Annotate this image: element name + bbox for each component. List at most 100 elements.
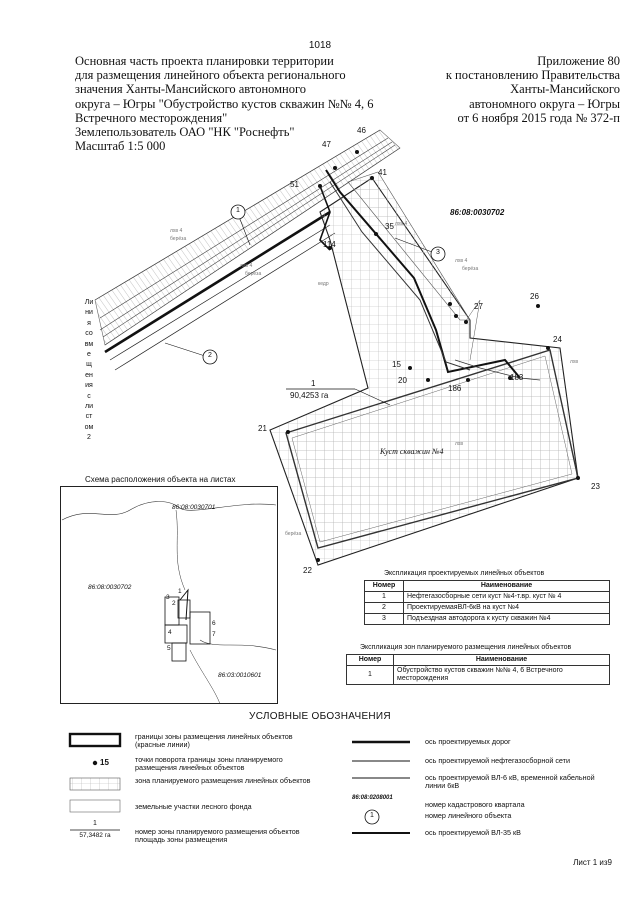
point-label: 47 bbox=[322, 140, 331, 149]
legend-item: номер кадастрового квартала bbox=[425, 800, 525, 809]
match-line-part: ни bbox=[85, 309, 93, 317]
point-label: 15 bbox=[392, 360, 401, 369]
point-label: 183 bbox=[510, 373, 524, 382]
match-line-part: 2 bbox=[87, 434, 91, 442]
schema-sheet-number: 1 bbox=[178, 588, 182, 595]
schema-box bbox=[60, 486, 278, 704]
table-cell: ПроектируемаяВЛ-6кВ на куст №4 bbox=[403, 602, 610, 614]
appendix-line: Ханты-Мансийского bbox=[510, 82, 620, 97]
legend-zone-number: 1 bbox=[93, 820, 97, 827]
svg-text:кедр: кедр bbox=[318, 281, 329, 287]
schema-sheet-number: 7 bbox=[212, 631, 216, 638]
legend-item: ось проектируемой ВЛ-35 кВ bbox=[425, 828, 521, 837]
title-line: значения Ханты-Мансийского автономного bbox=[75, 82, 307, 97]
zone-number: 1 bbox=[311, 379, 316, 388]
zone-area: 90,4253 га bbox=[290, 391, 329, 400]
legend-item: точки поворота границы зоны планируемого… bbox=[135, 755, 283, 772]
table-cell: Нефтегазосборные сети куст №4-т.вр. куст… bbox=[403, 591, 610, 603]
svg-text:берёза: берёза bbox=[245, 271, 261, 277]
match-line-part: Ли bbox=[84, 299, 94, 306]
object-number-marker: 2 bbox=[208, 352, 212, 359]
point-label: 21 bbox=[258, 424, 267, 433]
legend-item: номер зоны планируемого размещения объек… bbox=[135, 827, 300, 844]
legend-title: УСЛОВНЫЕ ОБОЗНАЧЕНИЯ bbox=[249, 711, 391, 722]
schema-label: 86:08:0030701 bbox=[172, 504, 216, 511]
match-line-part: ли bbox=[85, 403, 93, 411]
table-cell: Подъездная автодорога к кусту скважин №4 bbox=[403, 613, 610, 625]
match-line-part: с bbox=[87, 392, 91, 400]
appendix-line: от 6 ноября 2015 года № 372-п bbox=[457, 110, 621, 125]
column-header: Наименование bbox=[393, 654, 610, 666]
page-number: 1018 bbox=[308, 40, 332, 51]
legend-item: ось проектируемых дорог bbox=[425, 737, 511, 746]
title-line: для размещения линейного объекта региона… bbox=[75, 68, 346, 83]
match-line-part: со bbox=[85, 330, 93, 338]
column-header: Номер bbox=[346, 654, 394, 666]
point-label: 22 bbox=[303, 566, 312, 575]
point-label: 23 bbox=[591, 482, 600, 491]
schema-label: 86:03:0010601 bbox=[218, 672, 262, 679]
title-line: Встречного месторождения" bbox=[75, 110, 228, 125]
schema-sheet-number: 5 bbox=[167, 645, 171, 652]
legend-point-symbol: 15 bbox=[100, 758, 109, 767]
schema-sheet-number: 2 bbox=[172, 600, 176, 607]
table-cell: 1 bbox=[364, 591, 404, 603]
legend-zone-area: 57,3482 га bbox=[79, 832, 111, 839]
match-line-part: вм bbox=[84, 340, 94, 348]
svg-text:лхв: лхв bbox=[570, 359, 578, 365]
legend-item: ось проектируемой ВЛ-6 кВ, временной каб… bbox=[425, 773, 595, 790]
match-line-part: ст bbox=[85, 413, 93, 421]
table-cell: 2 bbox=[364, 602, 404, 614]
svg-text:берёза: берёза bbox=[462, 266, 478, 272]
schema-sheet-number: 4 bbox=[168, 629, 172, 636]
road-axis bbox=[319, 169, 541, 381]
svg-text:лхв 4: лхв 4 bbox=[455, 258, 467, 264]
title-line: округа – Югры "Обустройство кустов скваж… bbox=[75, 96, 374, 111]
schema-label: 86:08:0030702 bbox=[88, 584, 132, 591]
legend-item: границы зоны размещения линейных объекто… bbox=[135, 732, 293, 749]
schema-sheet-number: 6 bbox=[212, 620, 216, 627]
appendix-line: автономного округа – Югры bbox=[469, 96, 620, 111]
table-cell: 1 bbox=[346, 665, 394, 685]
explication-objects-caption: Экспликация проектируемых линейных объек… bbox=[384, 570, 545, 577]
point-label: 27 bbox=[474, 302, 483, 311]
point-label: 24 bbox=[553, 335, 562, 344]
document-title: Основная часть проекта планировки террит… bbox=[75, 54, 375, 153]
table-row: 2 ПроектируемаяВЛ-6кВ на куст №4 bbox=[364, 602, 610, 614]
explication-objects-table: Номер Наименование 1 Нефтегазосборные се… bbox=[364, 580, 610, 625]
sheet-label: Лист 1 из9 bbox=[573, 858, 612, 867]
appendix-line: к постановлению Правительства bbox=[445, 68, 620, 83]
match-line-label: Ли ни я со вм е щ ен ия с ли ст ом 2 bbox=[80, 298, 98, 444]
svg-text:лхв 4: лхв 4 bbox=[170, 228, 182, 234]
point-label: 41 bbox=[378, 168, 387, 177]
svg-text:лхв 4: лхв 4 bbox=[240, 263, 252, 269]
point-label: 20 bbox=[398, 376, 407, 385]
appendix-line: Приложение 80 bbox=[537, 54, 620, 68]
column-header: Номер bbox=[364, 580, 404, 592]
table-cell: Обустройство кустов скважин №№ 4, 6 Встр… bbox=[393, 665, 610, 685]
svg-text:лхв: лхв bbox=[455, 441, 463, 447]
schema-drawing bbox=[61, 501, 277, 705]
point-label: 26 bbox=[530, 292, 539, 301]
table-row: 1 Обустройство кустов скважин №№ 4, 6 Вс… bbox=[346, 665, 610, 685]
legend-item: ось проектируемой нефтегазосборной сети bbox=[425, 756, 570, 765]
table-row: 3 Подъездная автодорога к кусту скважин … bbox=[364, 613, 610, 625]
point-label: 46 bbox=[357, 126, 366, 135]
explication-zones-table: Номер Наименование 1 Обустройство кустов… bbox=[346, 654, 610, 685]
svg-text:берёза: берёза bbox=[170, 236, 186, 242]
point-label: 35 bbox=[385, 222, 394, 231]
match-line-part: ия bbox=[85, 382, 93, 390]
scale-label: Масштаб 1:5 000 bbox=[75, 139, 166, 154]
point-label: 186 bbox=[448, 384, 462, 393]
table-row: 1 Нефтегазосборные сети куст №4-т.вр. ку… bbox=[364, 591, 610, 603]
title-line: Основная часть проекта планировки террит… bbox=[75, 54, 334, 68]
appendix-header: Приложение 80 к постановлению Правительс… bbox=[370, 54, 620, 125]
column-header: Наименование bbox=[403, 580, 610, 592]
zone-callout-leader bbox=[354, 388, 391, 406]
well-pad-label: Куст скважин №4 bbox=[380, 447, 444, 456]
match-line-part: е bbox=[87, 351, 91, 359]
legend-item: земельные участки лесного фонда bbox=[135, 802, 252, 811]
legend-item: зона планируемого размещения линейных об… bbox=[135, 776, 311, 785]
svg-text:берёза: берёза bbox=[285, 531, 301, 537]
